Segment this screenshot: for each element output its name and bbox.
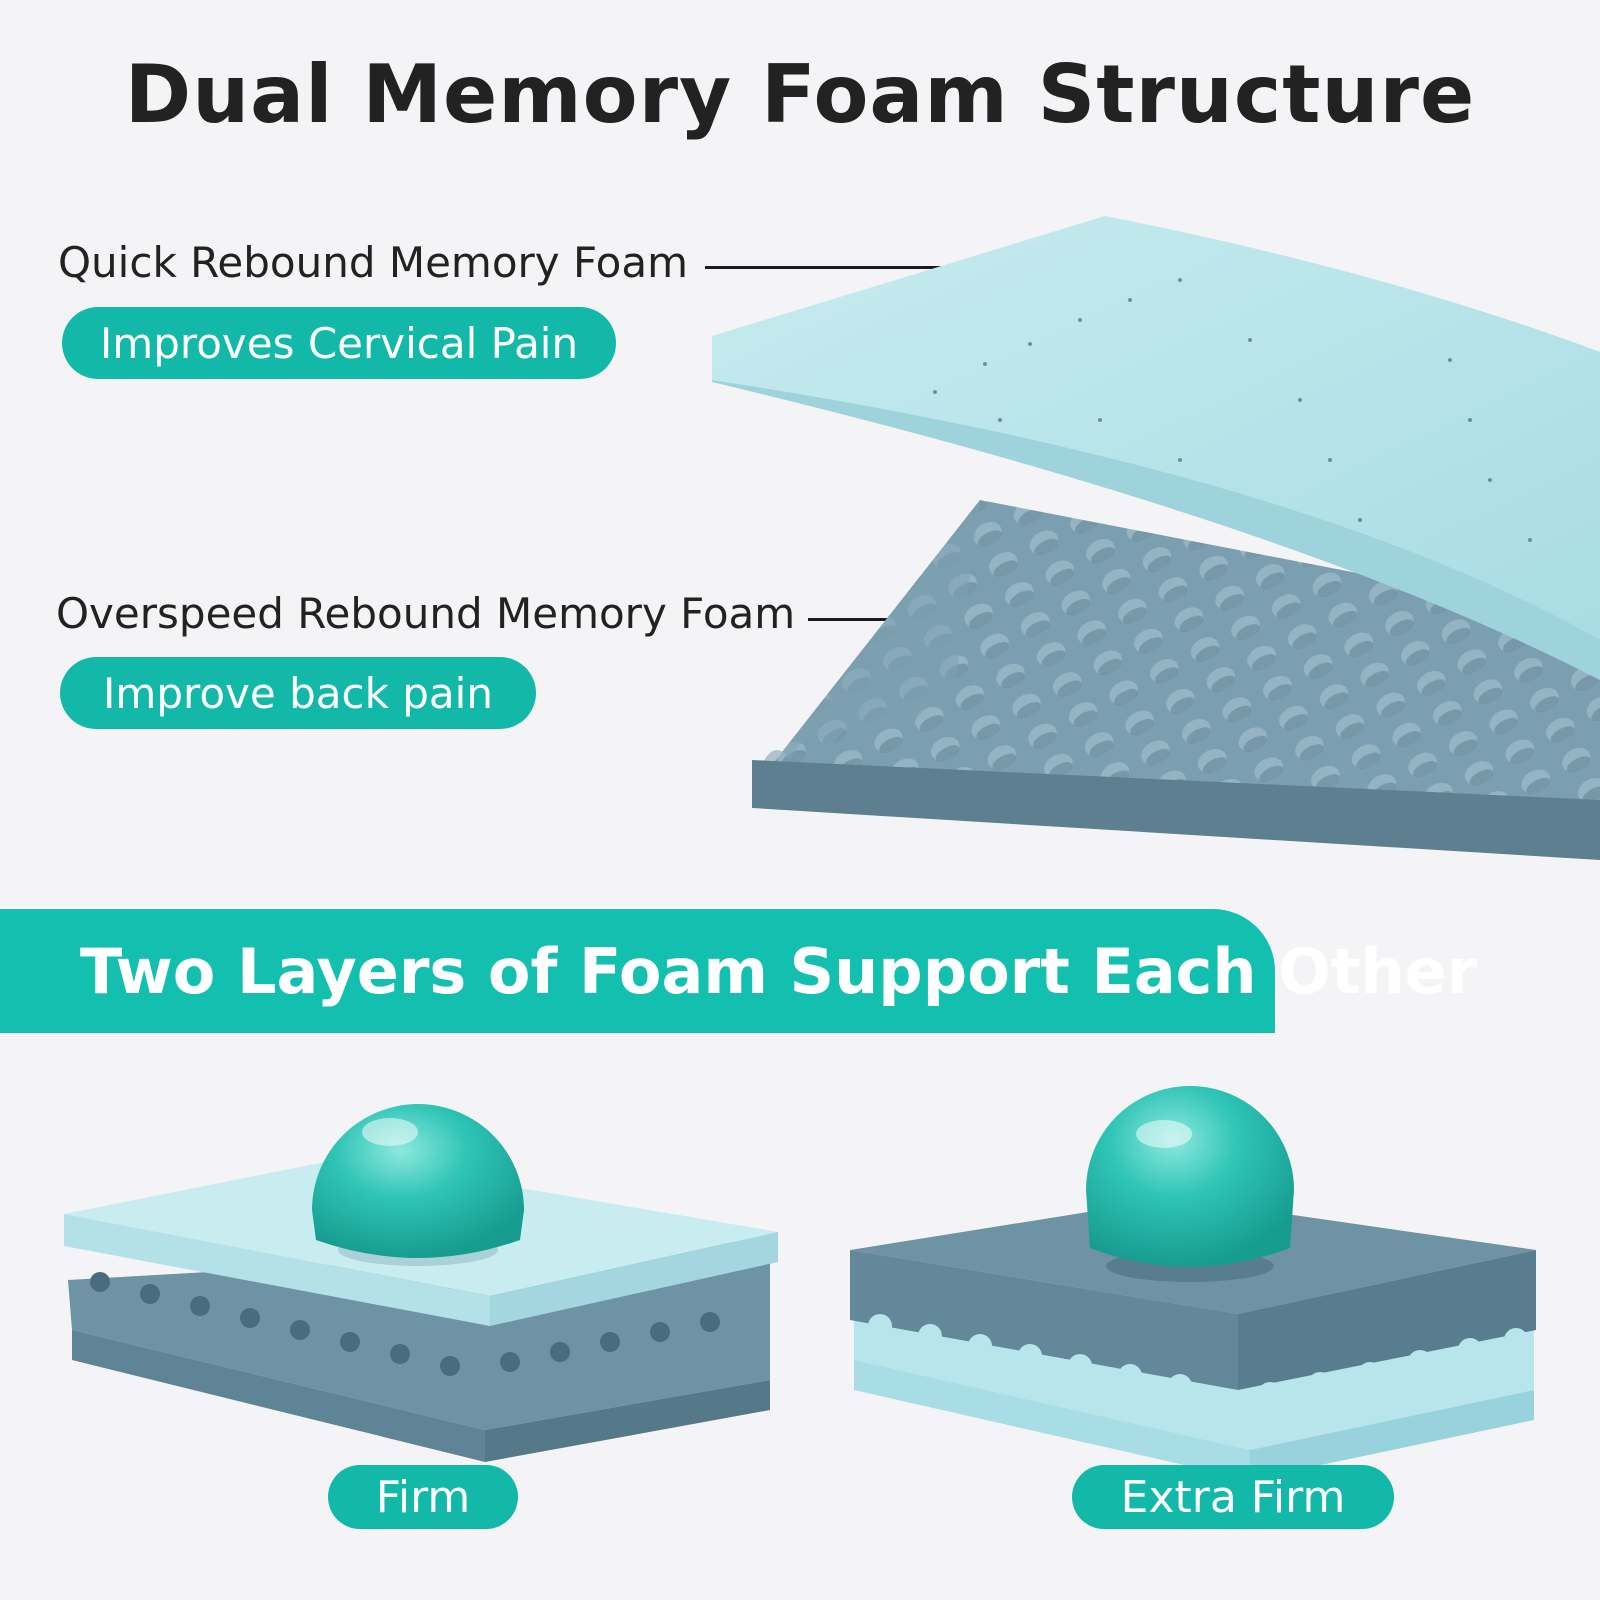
- ball-extra-firm: [1086, 1086, 1294, 1267]
- option-extra-firm-pill: Extra Firm: [1072, 1465, 1394, 1529]
- quick-foam-edge: [712, 336, 1600, 680]
- option-firm-pill: Firm: [328, 1465, 518, 1529]
- foam-layers-illustration: [712, 216, 1600, 860]
- page-title: Dual Memory Foam Structure: [124, 48, 1476, 141]
- quick-foam-top: [712, 216, 1600, 640]
- leader-line-top: [705, 266, 1005, 269]
- firm-foam-illustration: [64, 1104, 778, 1462]
- benefit-pill-back: Improve back pain: [60, 657, 536, 729]
- support-banner: Two Layers of Foam Support Each Other: [0, 909, 1477, 1033]
- layer-label-overspeed-rebound: Overspeed Rebound Memory Foam: [56, 589, 796, 638]
- eggcrate-foam-side: [752, 760, 1600, 860]
- benefit-pill-cervical: Improves Cervical Pain: [62, 307, 616, 379]
- extra-firm-foam-illustration: [850, 1086, 1536, 1480]
- ball-firm: [312, 1104, 524, 1258]
- layer-label-quick-rebound: Quick Rebound Memory Foam: [58, 238, 689, 287]
